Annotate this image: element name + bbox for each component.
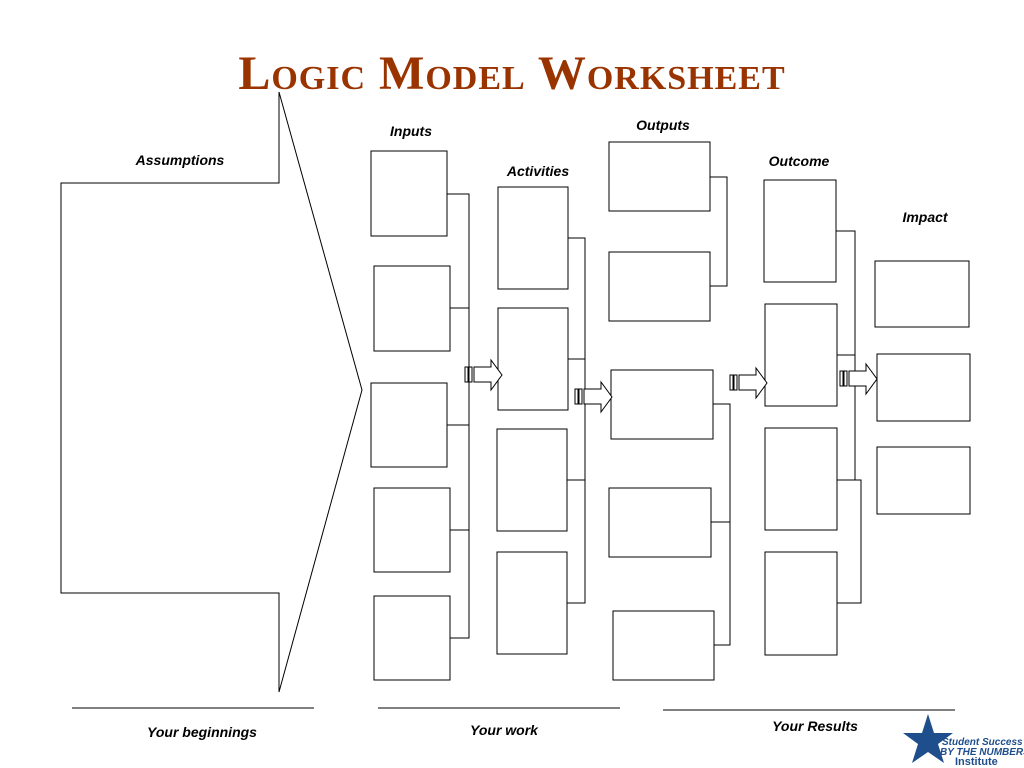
impact-box[interactable] — [876, 353, 971, 422]
impact-label: Impact — [902, 209, 948, 225]
star-icon — [903, 714, 953, 763]
activities-box[interactable] — [497, 186, 569, 290]
outcome-bracket-upper — [836, 230, 856, 481]
assumptions-shape — [60, 91, 363, 693]
outputs-label: Outputs — [636, 117, 690, 133]
logo-line-3: Institute — [955, 756, 998, 768]
outputs-bracket-upper — [710, 176, 728, 287]
arrow-right-icon — [729, 366, 768, 400]
inputs-label: Inputs — [390, 123, 432, 139]
impact-box[interactable] — [874, 260, 970, 328]
outcome-box[interactable] — [763, 179, 837, 283]
outputs-box[interactable] — [608, 141, 711, 212]
assumptions-label: Assumptions — [135, 152, 225, 168]
arrow-right-icon — [574, 380, 613, 414]
footer-beginnings-label: Your beginnings — [147, 724, 257, 740]
logo-line-2: BY THE NUMBERS — [940, 747, 1024, 758]
activities-box[interactable] — [496, 551, 568, 655]
inputs-box[interactable] — [373, 595, 451, 681]
footer-work-label: Your work — [470, 722, 539, 738]
arrow-right-icon — [464, 358, 503, 392]
activities-bracket — [567, 237, 586, 604]
outputs-box[interactable] — [610, 369, 714, 440]
outputs-box[interactable] — [612, 610, 715, 681]
activities-box[interactable] — [496, 428, 568, 532]
outputs-box[interactable] — [608, 251, 711, 322]
institute-logo: Student Success BY THE NUMBERS Institute — [903, 714, 1024, 768]
impact-box[interactable] — [876, 446, 971, 515]
outputs-bracket-lower — [711, 403, 731, 646]
outcome-label: Outcome — [769, 153, 830, 169]
footer-results-label: Your Results — [772, 718, 858, 734]
outcome-bracket-lower — [837, 479, 862, 604]
inputs-bracket — [447, 193, 470, 639]
inputs-box[interactable] — [373, 265, 451, 352]
page-title: Logic Model Worksheet — [238, 47, 786, 100]
inputs-box[interactable] — [370, 150, 448, 237]
activities-box[interactable] — [497, 307, 569, 411]
inputs-box[interactable] — [370, 382, 448, 468]
outcome-box[interactable] — [764, 303, 838, 407]
outcome-box[interactable] — [764, 551, 838, 656]
arrow-right-icon — [839, 362, 878, 396]
outcome-box[interactable] — [764, 427, 838, 531]
logo-line-1: Student Success — [942, 737, 1023, 748]
inputs-box[interactable] — [373, 487, 451, 573]
activities-label: Activities — [506, 163, 569, 179]
outputs-box[interactable] — [608, 487, 712, 558]
